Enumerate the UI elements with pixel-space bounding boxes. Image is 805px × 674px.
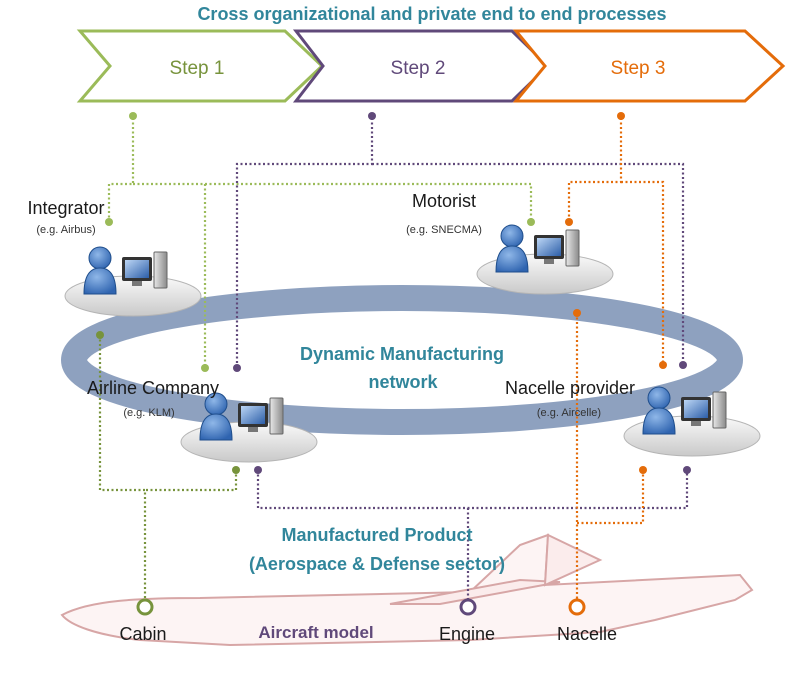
nacelle-label: Nacelle (557, 624, 617, 644)
cabin-label: Cabin (119, 624, 166, 644)
nacelle-provider-workstation (623, 386, 761, 457)
network-ring (61, 285, 743, 435)
network-label-line1: Dynamic Manufacturing (300, 344, 504, 364)
engine-label: Engine (439, 624, 495, 644)
integrator-name: Integrator (27, 198, 104, 218)
step-3-chevron: Step 3 (512, 29, 786, 103)
product-label-line1: Manufactured Product (281, 525, 472, 545)
user-icon (199, 392, 233, 441)
network-label-line2: network (368, 372, 438, 392)
step-1-chevron: Step 1 (76, 29, 325, 103)
aircraft-model-label: Aircraft model (258, 623, 373, 642)
airline-example: (e.g. KLM) (123, 407, 174, 419)
engine-marker (459, 598, 477, 616)
cabin-marker (136, 598, 154, 616)
step-2-label: Step 2 (391, 58, 446, 79)
nacelle-provider-example: (e.g. Aircelle) (537, 407, 601, 419)
airline-name: Airline Company (87, 378, 219, 398)
nacelle-provider-name: Nacelle provider (505, 378, 635, 398)
airplane-outline (60, 533, 754, 647)
nacelle-marker (568, 598, 586, 616)
connector-dots (96, 112, 691, 474)
computer-icon (681, 391, 727, 429)
step-3-label: Step 3 (611, 58, 666, 79)
motorist-example: (e.g. SNECMA) (406, 224, 482, 236)
airline-workstation (180, 392, 318, 463)
user-icon (495, 224, 529, 273)
step-1-label: Step 1 (170, 58, 225, 79)
diagram-title: Cross organizational and private end to … (197, 4, 666, 24)
motorist-name: Motorist (412, 191, 476, 211)
product-label-line2: (Aerospace & Defense sector) (249, 554, 505, 574)
integrator-example: (e.g. Airbus) (36, 224, 95, 236)
connector-lines (98, 118, 689, 605)
motorist-workstation (476, 224, 614, 295)
user-icon (83, 246, 117, 295)
integrator-workstation (64, 246, 202, 317)
step-2-chevron: Step 2 (292, 29, 551, 103)
computer-icon (534, 229, 580, 267)
computer-icon (238, 397, 284, 435)
user-icon (642, 386, 676, 435)
computer-icon (122, 251, 168, 289)
